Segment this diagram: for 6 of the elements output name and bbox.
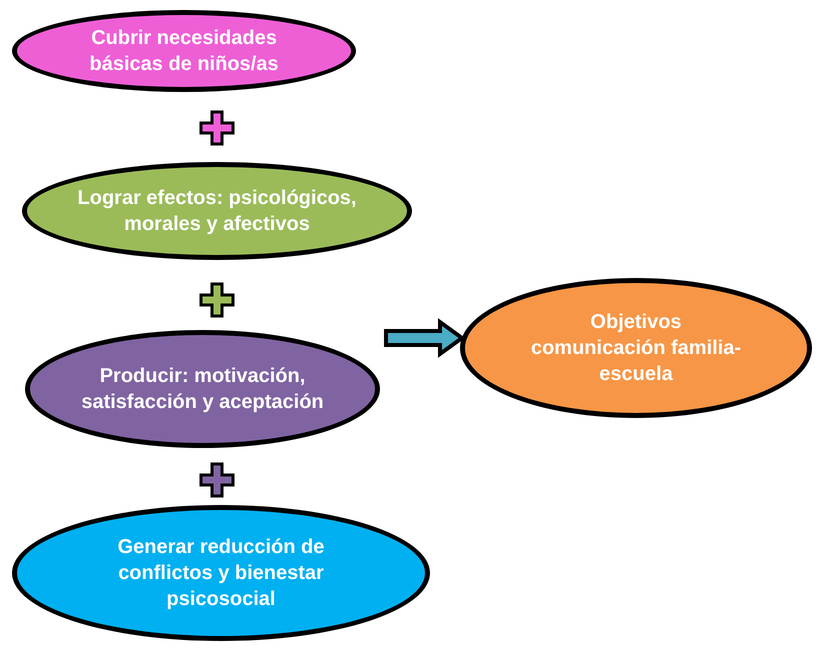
node-label: Lograr efectos: psicológicos, morales y afectivos xyxy=(77,186,357,237)
node-label: Generar reducción de conflictos y bienestar psicosocial xyxy=(116,535,326,612)
node-label: Cubrir necesidades básicas de niños/as xyxy=(88,26,280,77)
node-label: Producir: motivación, satisfacción y aceptación xyxy=(80,364,325,415)
node-label: Objetivos comunicación familia-escuela xyxy=(530,310,742,387)
block-arrow xyxy=(384,318,466,358)
